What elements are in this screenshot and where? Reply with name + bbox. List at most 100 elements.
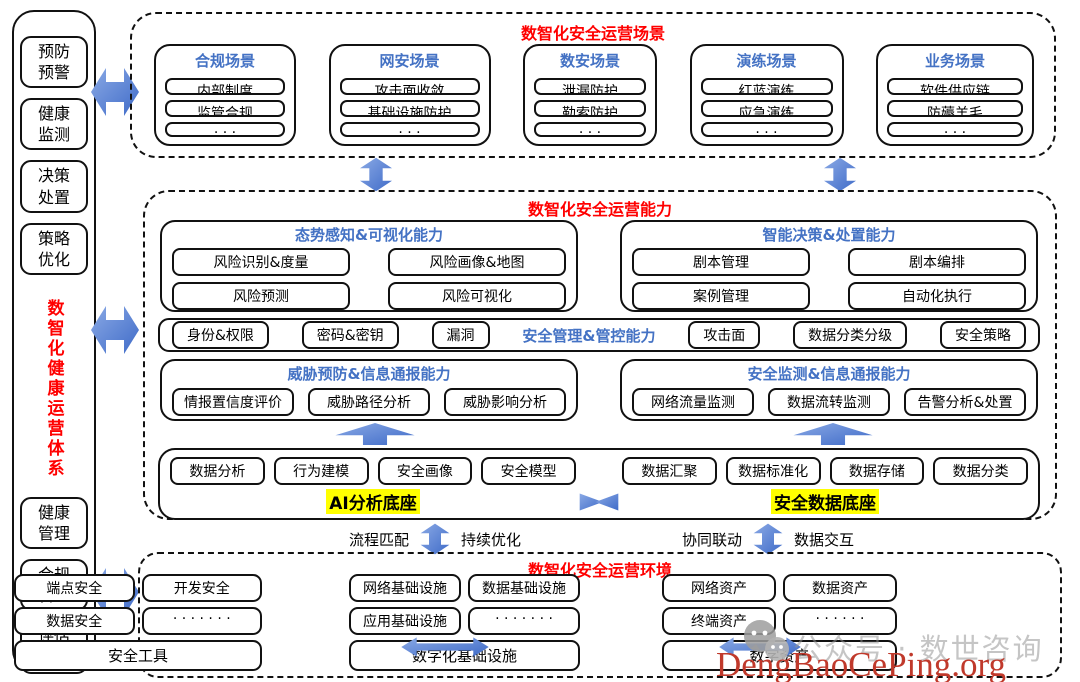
env-footer: 数字化基础设施	[349, 640, 580, 671]
capability-item: 数据标准化	[725, 457, 821, 485]
env-row: 网络资产 数据资产	[662, 574, 897, 602]
capability-box-title: 态势感知&可视化能力	[294, 226, 444, 244]
sidebar-item-strategy: 策略 优化	[20, 222, 88, 275]
sidebar-item-label: 预防	[37, 42, 70, 61]
sidebar-item-label: 处置	[37, 187, 70, 207]
capabilities-row-1: 态势感知&可视化能力 风险识别&度量 风险画像&地图 风险预测 风险可视化 智能…	[160, 220, 1038, 312]
capability-item: 安全画像	[377, 457, 473, 485]
scene-item: 攻击面收敛	[339, 78, 480, 96]
env-row: 网络基础设施 数据基础设施	[349, 574, 580, 602]
sidebar-item-label: 管理	[37, 523, 70, 543]
env-item-ellipsis: · · · · · · ·	[468, 607, 580, 635]
link-label: 流程匹配	[348, 530, 409, 549]
scene-item: 基础设施防护	[339, 100, 480, 118]
scene-card-business: 业务场景 软件供应链 防薅羊毛 · · ·	[876, 44, 1034, 146]
sidebar-item-label: 优化	[37, 249, 70, 269]
env-footer: 安全工具	[14, 640, 262, 671]
capability-item: 风险识别&度量	[172, 248, 350, 276]
scene-item: 泄漏防护	[534, 78, 646, 96]
bidirectional-exchange-icon	[576, 491, 622, 513]
capabilities-section: 数智化安全运营能力 态势感知&可视化能力 风险识别&度量 风险画像&地图 风险预…	[143, 190, 1057, 520]
security-management-label: 安全管理&管控能力	[522, 326, 656, 345]
capability-box-title: 威胁预防&信息通报能力	[287, 365, 451, 383]
situational-awareness-box: 态势感知&可视化能力 风险识别&度量 风险画像&地图 风险预测 风险可视化	[160, 220, 578, 312]
capability-item: 风险预测	[172, 282, 350, 310]
capability-box-title: 智能决策&处置能力	[762, 226, 896, 244]
sidebar-item-prevention: 预防 预警	[20, 36, 88, 89]
capability-items-row: 情报置信度评价 威胁路径分析 威胁影响分析	[172, 388, 566, 416]
capability-item: 案例管理	[632, 282, 810, 310]
env-row: 数据安全 · · · · · · ·	[14, 607, 262, 635]
scene-item: 软件供应链	[887, 78, 1023, 96]
sidebar-item-label: 决策	[37, 166, 70, 186]
capability-item: 情报置信度评价	[172, 388, 294, 416]
scene-cards-row: 合规场景 内部制度 监管合规 · · · 网安场景 攻击面收敛 基础设施防护 ·…	[154, 44, 1034, 146]
capability-item: 身份&权限	[172, 321, 269, 349]
up-down-arrow-icon	[417, 523, 453, 555]
env-item: 应用基础设施	[349, 607, 461, 635]
scene-card-drill: 演练场景 红蓝演练 应急演练 · · ·	[689, 44, 844, 146]
capability-grid: 剧本管理 剧本编排 案例管理 自动化执行	[632, 248, 1026, 310]
capability-grid: 风险识别&度量 风险画像&地图 风险预测 风险可视化	[172, 248, 566, 310]
up-down-arrow-icon	[750, 523, 786, 555]
env-item-ellipsis: · · · · · · ·	[141, 607, 262, 635]
capability-item: 告警分析&处置	[904, 388, 1026, 416]
up-arrow-icon	[332, 423, 418, 445]
scene-card-title: 网安场景	[379, 52, 440, 70]
ai-foundation-label: AI分析底座	[326, 489, 420, 514]
sidebar-item-label: 预警	[37, 63, 70, 83]
up-down-arrow-icon	[820, 157, 860, 192]
capability-item: 自动化执行	[848, 282, 1026, 310]
scene-card-title: 演练场景	[736, 52, 797, 70]
sidebar-item-health-mgmt: 健康 管理	[20, 496, 88, 550]
capability-item: 漏洞	[431, 321, 490, 349]
foundation-labels-row: AI分析底座 安全数据底座	[170, 489, 1028, 514]
link-label: 数据交互	[794, 530, 855, 549]
environment-section-title: 数智化安全运营环境	[527, 561, 672, 580]
link-label: 持续优化	[461, 530, 522, 549]
foundation-bar: 数据分析 行为建模 安全画像 安全模型 数据汇聚 数据标准化 数据存储 数据分类…	[158, 448, 1040, 520]
scene-card-title: 数安场景	[559, 52, 620, 70]
capability-item: 网络流量监测	[632, 388, 754, 416]
health-operation-sidebar: 预防 预警 健康 监测 决策 处置 策略 优化 数智化健康运营体系 健康 管理 …	[12, 10, 96, 674]
env-item: 端点安全	[14, 574, 135, 602]
scene-item-ellipsis: · · ·	[887, 122, 1023, 138]
sidebar-item-label: 健康	[37, 104, 70, 124]
digital-infrastructure-group: 网络基础设施 数据基础设施 应用基础设施 · · · · · · · 数字化基础…	[349, 574, 580, 671]
capability-item: 威胁路径分析	[308, 388, 430, 416]
wechat-icon	[744, 620, 789, 661]
intelligent-decision-box: 智能决策&处置能力 剧本管理 剧本编排 案例管理 自动化执行	[620, 220, 1038, 312]
ai-foundation-items: 数据分析 行为建模 安全画像 安全模型	[170, 457, 576, 485]
capability-item: 数据流转监测	[768, 388, 890, 416]
security-monitoring-box: 安全监测&信息通报能力 网络流量监测 数据流转监测 告警分析&处置	[620, 359, 1038, 421]
capability-item: 剧本编排	[848, 248, 1026, 276]
env-item-ellipsis: · · · · · ·	[783, 607, 897, 635]
sidebar-item-label: 健康	[37, 502, 70, 522]
capability-item: 威胁影响分析	[444, 388, 566, 416]
scene-card-title: 业务场景	[924, 52, 985, 70]
scene-item-ellipsis: · · ·	[165, 122, 285, 138]
threat-prevention-box: 威胁预防&信息通报能力 情报置信度评价 威胁路径分析 威胁影响分析	[160, 359, 578, 421]
data-foundation-label-wrap: 安全数据底座	[622, 489, 1028, 514]
capability-item: 数据存储	[829, 457, 925, 485]
env-item: 开发安全	[141, 574, 262, 602]
capability-box-title: 安全监测&信息通报能力	[747, 365, 911, 383]
ai-foundation-label-wrap: AI分析底座	[170, 489, 576, 514]
capability-item: 数据汇聚	[622, 457, 717, 485]
sidebar-item-label: 监测	[37, 125, 70, 145]
scene-card-title: 合规场景	[194, 52, 255, 70]
capability-item: 密码&密钥	[301, 321, 399, 349]
capabilities-row-3: 威胁预防&信息通报能力 情报置信度评价 威胁路径分析 威胁影响分析 安全监测&信…	[160, 359, 1038, 421]
env-item: 网络资产	[662, 574, 776, 602]
capability-items-row: 网络流量监测 数据流转监测 告警分析&处置	[632, 388, 1026, 416]
env-item: 数据资产	[783, 574, 897, 602]
capability-item: 风险画像&地图	[388, 248, 566, 276]
scene-item: 应急演练	[700, 100, 833, 118]
security-management-bar: 身份&权限 密码&密钥 漏洞 安全管理&管控能力 攻击面 数据分类分级 安全策略	[158, 318, 1040, 352]
env-item: 数据安全	[14, 607, 135, 635]
scene-item-ellipsis: · · ·	[700, 122, 833, 138]
capability-item: 安全策略	[940, 321, 1026, 349]
scene-item-ellipsis: · · ·	[339, 122, 480, 138]
capability-item: 数据分类	[933, 457, 1028, 485]
